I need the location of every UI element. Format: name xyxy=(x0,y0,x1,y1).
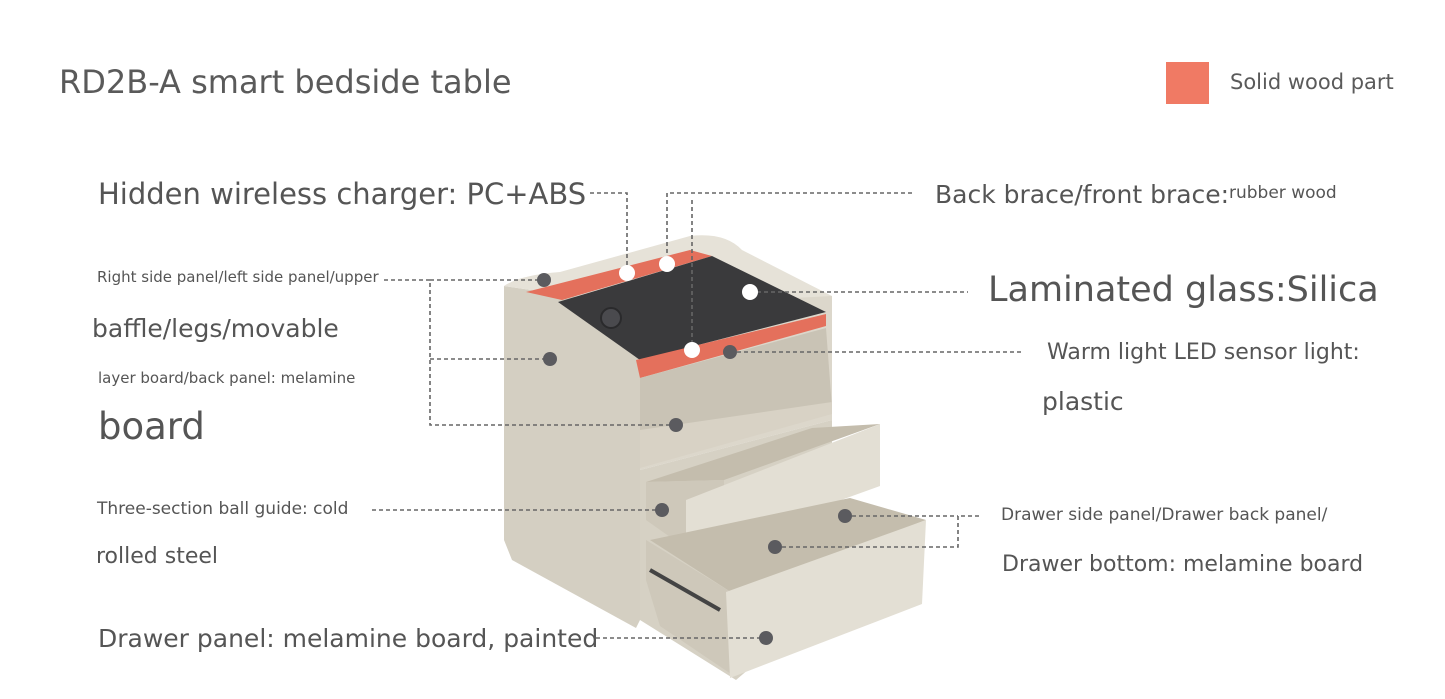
label-drawer-side-line2: Drawer bottom: melamine board xyxy=(1002,552,1364,577)
leader-back-brace-1 xyxy=(666,192,912,264)
label-side-panel-line4: board xyxy=(98,405,205,448)
marker-wireless-charger xyxy=(619,265,635,281)
label-led-line2: plastic xyxy=(1042,387,1124,416)
marker-drawer-bottom xyxy=(768,540,782,554)
legend-label: Solid wood part xyxy=(1230,70,1394,94)
marker-front-brace xyxy=(684,342,700,358)
marker-led xyxy=(723,345,737,359)
bottom-drawer-inside xyxy=(650,498,926,594)
charger-coil xyxy=(600,307,622,329)
label-drawer-side-line1: Drawer side panel/Drawer back panel/ xyxy=(1001,505,1328,525)
marker-ball-guide xyxy=(655,503,669,517)
diagram-title: RD2B-A smart bedside table xyxy=(59,63,512,101)
marker-side-panel-top xyxy=(537,273,551,287)
marker-drawer-panel xyxy=(759,631,773,645)
bottom-drawer-front xyxy=(726,520,926,678)
marker-drawer-side xyxy=(838,509,852,523)
cabinet-left-side xyxy=(504,286,640,628)
marker-side-panel xyxy=(543,352,557,366)
label-back-brace: Back brace/front brace: xyxy=(935,180,1230,209)
leader-wireless-charger xyxy=(590,192,628,273)
label-ball-guide-line1: Three-section ball guide: cold xyxy=(97,499,349,519)
leader-drawer-side xyxy=(775,515,980,548)
ball-guide-rail xyxy=(649,568,721,612)
label-wireless-charger: Hidden wireless charger: PC+ABS xyxy=(98,177,587,211)
label-side-panel-line2: baffle/legs/movable xyxy=(92,314,339,343)
label-led-line1: Warm light LED sensor light: xyxy=(1047,340,1360,365)
label-side-panel-line1: Right side panel/left side panel/upper xyxy=(97,268,379,286)
label-side-panel-line3: layer board/back panel: melamine xyxy=(98,369,356,387)
marker-back-brace xyxy=(659,256,675,272)
legend-swatch xyxy=(1166,62,1209,104)
label-glass: Laminated glass:Silica xyxy=(988,270,1379,310)
marker-glass xyxy=(742,284,758,300)
shelf-board xyxy=(640,402,832,468)
label-ball-guide-line2: rolled steel xyxy=(96,544,219,569)
bottom-drawer-side xyxy=(646,540,734,676)
leader-side-panel xyxy=(384,279,676,426)
top-drawer-inside xyxy=(646,424,880,482)
label-back-brace-material: rubber wood xyxy=(1229,183,1337,203)
marker-shelf xyxy=(669,418,683,432)
label-drawer-panel: Drawer panel: melamine board, painted xyxy=(98,624,599,653)
